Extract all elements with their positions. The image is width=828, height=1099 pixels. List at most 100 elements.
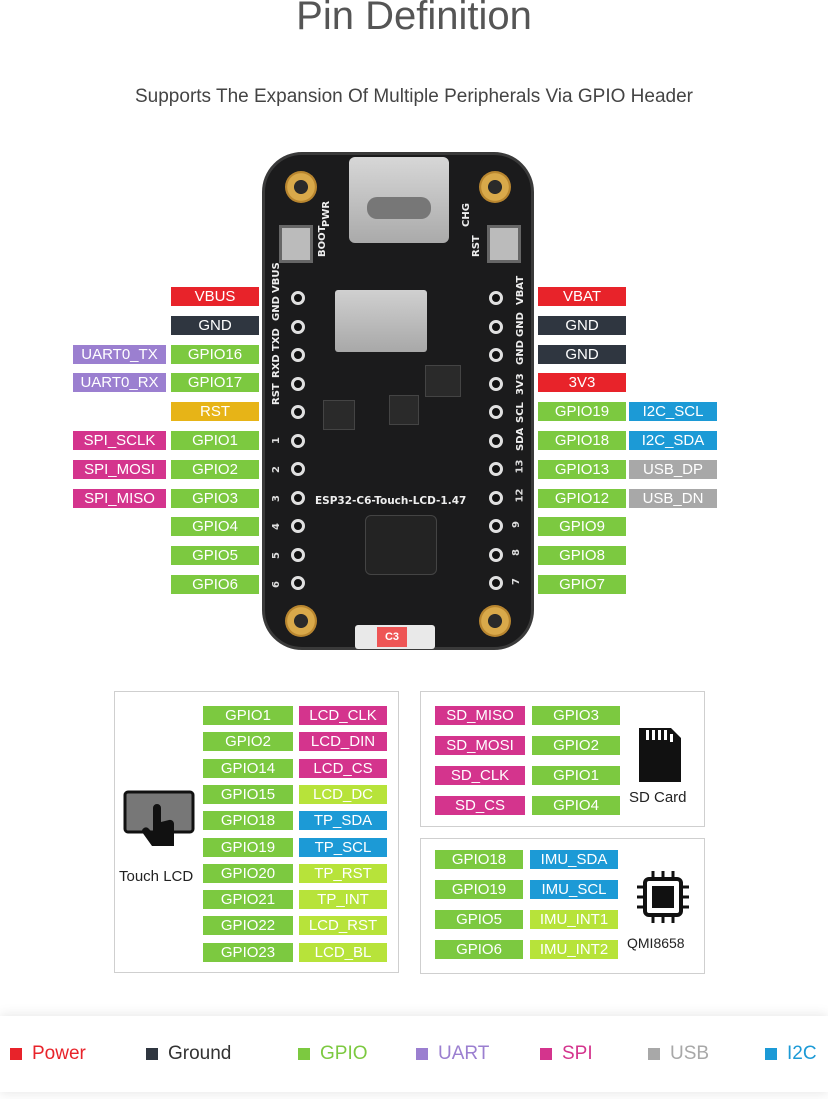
pin-label-right: GND <box>538 316 626 335</box>
pin-label-right: GPIO9 <box>538 517 626 536</box>
header-pin-icon <box>291 576 305 590</box>
silk-label: SCL <box>515 402 526 423</box>
lcd-func-label: LCD_CLK <box>299 706 387 725</box>
imu-func-label: IMU_SDA <box>530 850 618 869</box>
legend-label: USB <box>670 1043 710 1064</box>
pin-label-right: GPIO8 <box>538 546 626 565</box>
header-pin-icon <box>291 433 305 448</box>
silk-label: 2 <box>270 465 282 473</box>
silk-rst: RST <box>471 235 482 257</box>
pin-label-left: GPIO17 <box>171 373 259 392</box>
legend-item: Ground <box>146 1043 231 1064</box>
imu-chip-icon <box>637 871 689 923</box>
legend-item: UART <box>416 1043 490 1064</box>
sd-gpio-label: GPIO3 <box>532 706 620 725</box>
pin-label-right: VBAT <box>538 287 626 306</box>
pin-label-left: RST <box>171 402 259 421</box>
legend-item: Power <box>10 1043 86 1064</box>
pin-alt-label-left: SPI_SCLK <box>73 431 166 450</box>
lcd-gpio-label: GPIO14 <box>203 758 293 778</box>
sd-gpio-label: GPIO4 <box>532 796 620 815</box>
sd-func-label: SD_CS <box>435 796 525 815</box>
imu-func-label: IMU_INT2 <box>530 940 618 959</box>
battery-connector-icon: C3 <box>355 625 435 649</box>
legend-item: GPIO <box>298 1043 368 1064</box>
imu-gpio-label: GPIO18 <box>435 850 523 869</box>
pin-label-right: GPIO7 <box>538 575 626 594</box>
header-pin-icon <box>291 519 305 533</box>
silk-label: VBUS <box>271 262 282 293</box>
silk-label: SDA <box>515 427 526 451</box>
pin-label-left: GND <box>171 316 259 335</box>
silk-label: RST <box>271 383 282 405</box>
pin-label-left: GPIO5 <box>171 546 259 565</box>
board-image: BOOT PWR CHG RST ESP32-C6-Touch-LCD-1.47… <box>262 152 534 650</box>
silk-label: 9 <box>510 520 522 528</box>
silk-label: 6 <box>270 581 282 588</box>
legend-swatch-icon <box>146 1048 158 1060</box>
imu-gpio-label: GPIO6 <box>435 940 523 959</box>
legend: Power Ground GPIO UART SPI USB I2C <box>0 1016 828 1092</box>
header-pin-icon <box>489 291 503 305</box>
legend-swatch-icon <box>540 1048 552 1060</box>
lcd-gpio-label: GPIO19 <box>203 837 293 857</box>
lcd-gpio-label: GPIO18 <box>203 811 293 831</box>
left-header-pins <box>291 291 309 605</box>
header-pin-icon <box>489 547 503 562</box>
silk-label: GND <box>271 296 282 321</box>
sd-gpio-label: GPIO2 <box>532 736 620 755</box>
imu-chip-icon <box>389 395 419 425</box>
touch-lcd-icon <box>123 790 195 846</box>
sd-func-label: SD_MISO <box>435 706 525 725</box>
lcd-func-label: LCD_BL <box>299 942 387 962</box>
sd-func-label: SD_MOSI <box>435 736 525 755</box>
silk-label: VBAT <box>515 275 526 305</box>
silk-boot: BOOT <box>317 225 328 257</box>
chip-icon <box>323 400 355 430</box>
sd-slot-icon <box>335 290 427 352</box>
pin-alt-label-right: I2C_SCL <box>629 402 717 421</box>
legend-label: SPI <box>562 1043 593 1064</box>
header-pin-icon <box>291 547 305 562</box>
right-header-pins <box>489 291 507 605</box>
imu-gpio-label: GPIO19 <box>435 880 523 899</box>
silk-pwr: PWR <box>321 200 332 227</box>
legend-swatch-icon <box>416 1048 428 1060</box>
legend-label: GPIO <box>320 1043 368 1064</box>
sd-func-label: SD_CLK <box>435 766 525 785</box>
silk-label: 5 <box>270 552 282 560</box>
header-pin-icon <box>489 433 503 448</box>
pin-label-right: GPIO19 <box>538 402 626 421</box>
sd-gpio-label: GPIO1 <box>532 766 620 785</box>
pin-label-right: GPIO12 <box>538 489 626 508</box>
silk-label: 13 <box>514 459 526 474</box>
legend-label: Power <box>32 1043 86 1064</box>
legend-item: I2C <box>765 1043 817 1064</box>
silk-label: 3V3 <box>515 373 526 395</box>
pin-alt-label-right: I2C_SDA <box>629 431 717 450</box>
pin-alt-label-right: USB_DN <box>629 489 717 508</box>
lcd-func-label: LCD_DIN <box>299 732 387 752</box>
lcd-func-label: TP_SCL <box>299 837 387 857</box>
sd-card-icon <box>639 728 681 782</box>
header-pin-icon <box>489 462 503 476</box>
pin-alt-label-left: SPI_MOSI <box>73 460 166 479</box>
imu-func-label: IMU_SCL <box>530 880 618 899</box>
header-pin-icon <box>291 348 305 362</box>
lcd-gpio-label: GPIO21 <box>203 890 293 910</box>
touch-lcd-caption: Touch LCD <box>119 868 194 885</box>
reset-button-icon <box>487 225 521 263</box>
pin-label-right: GND <box>538 345 626 364</box>
page-title: Pin Definition <box>296 0 532 38</box>
pin-label-left: GPIO2 <box>171 460 259 479</box>
header-pin-icon <box>291 490 305 505</box>
silk-label: 12 <box>514 488 526 503</box>
lcd-func-label: LCD_DC <box>299 784 387 804</box>
lcd-gpio-label: GPIO22 <box>203 916 293 936</box>
boot-button-icon <box>279 225 313 263</box>
board-name: ESP32-C6-Touch-LCD-1.47 <box>315 495 467 507</box>
silk-label: 1 <box>270 437 282 444</box>
legend-label: UART <box>438 1043 490 1064</box>
pin-alt-label-left: UART0_TX <box>73 345 166 364</box>
